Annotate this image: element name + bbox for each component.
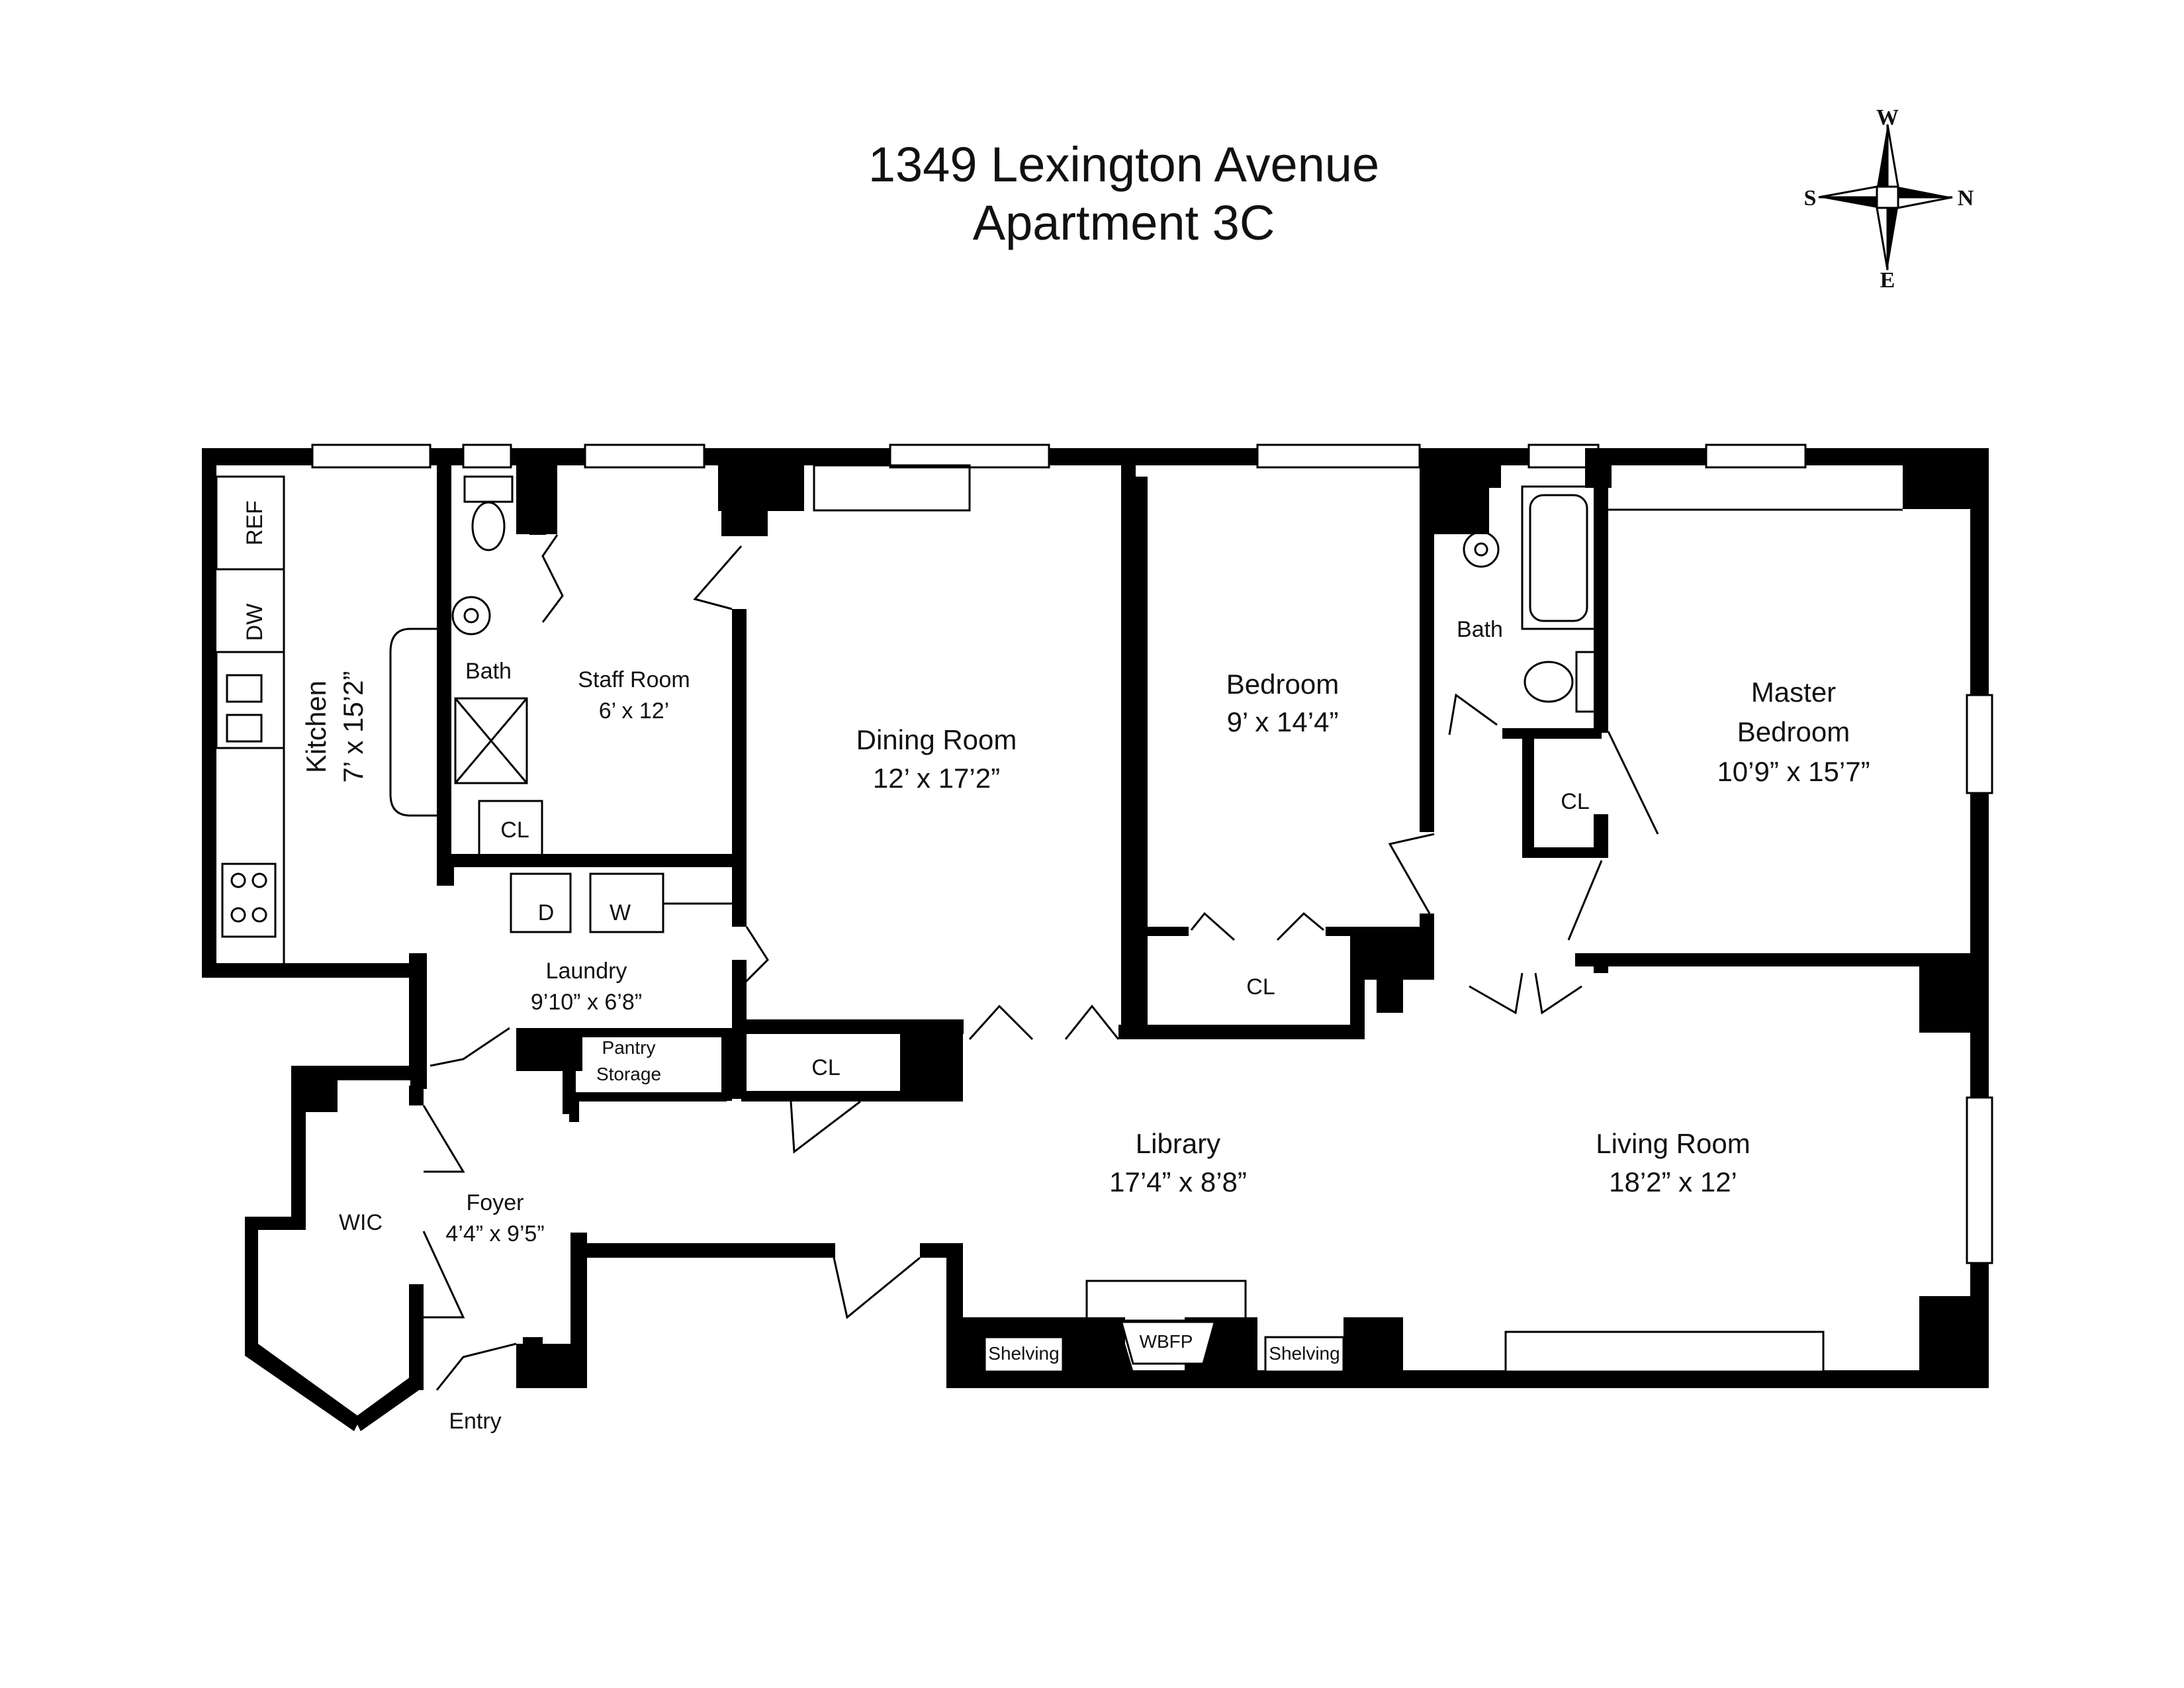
foyer-label: Foyer	[467, 1190, 524, 1215]
bedroom-size: 9’ x 14’4”	[1227, 706, 1339, 737]
dining-room-label: Dining Room	[856, 724, 1017, 755]
laundry-size: 9’10” x 6’8”	[531, 990, 642, 1015]
master-bath-fixtures	[1463, 485, 1598, 713]
dining-room-size: 12’ x 17’2”	[873, 763, 1000, 794]
living-room-label: Living Room	[1596, 1128, 1750, 1159]
master-bath-label: Bath	[1457, 617, 1503, 642]
compass-east-label: E	[1880, 268, 1895, 293]
dw-label: DW	[242, 604, 267, 641]
shelving-right-label: Shelving	[1269, 1343, 1340, 1364]
staff-room-size: 6’ x 12’	[599, 698, 669, 724]
dryer-label: D	[538, 900, 555, 925]
foyer-size: 4’4” x 9’5”	[445, 1221, 544, 1246]
ref-label: REF	[242, 500, 267, 545]
entry-label: Entry	[449, 1409, 501, 1434]
kitchen-fixtures	[215, 475, 437, 963]
wic-label: WIC	[339, 1210, 383, 1235]
pantry-label: Pantry	[602, 1037, 656, 1058]
plan-title-apartment: Apartment 3C	[973, 195, 1275, 250]
library-label: Library	[1136, 1128, 1220, 1159]
compass-west-label: W	[1876, 105, 1899, 130]
staff-closet-label: CL	[500, 818, 529, 843]
bedroom-closet-label: CL	[1246, 974, 1275, 1000]
master-bedroom-size: 10’9” x 15’7”	[1717, 756, 1870, 787]
master-closet-label: CL	[1561, 789, 1589, 814]
master-bedroom-label: Master	[1751, 677, 1836, 708]
doors	[422, 534, 1659, 1391]
washer-label: W	[610, 900, 631, 925]
kitchen-size: 7’ x 15’2”	[338, 671, 369, 783]
library-closet-label: CL	[811, 1055, 840, 1080]
shelving-left-label: Shelving	[988, 1343, 1059, 1364]
plan-title-address: 1349 Lexington Avenue	[868, 137, 1379, 192]
bedroom-label: Bedroom	[1226, 669, 1339, 700]
compass-north-label: N	[1958, 186, 1974, 211]
living-room-size: 18’2” x 12’	[1609, 1166, 1737, 1197]
compass-south-label: S	[1804, 186, 1817, 211]
laundry-fixtures	[510, 872, 732, 933]
staff-room-label: Staff Room	[578, 667, 690, 692]
compass-rose-icon	[1818, 124, 1953, 271]
staff-bath-fixtures	[451, 475, 543, 857]
laundry-label: Laundry	[546, 959, 627, 984]
fireplace-label: WBFP	[1140, 1331, 1193, 1352]
pantry-label-2: Storage	[596, 1064, 661, 1084]
master-bedroom-label-2: Bedroom	[1737, 716, 1850, 747]
kitchen-label: Kitchen	[300, 680, 332, 773]
library-size: 17’4” x 8’8”	[1109, 1166, 1247, 1197]
windows	[311, 444, 1993, 1373]
staff-bath-label: Bath	[465, 659, 512, 684]
exterior-walls	[202, 448, 1989, 1431]
